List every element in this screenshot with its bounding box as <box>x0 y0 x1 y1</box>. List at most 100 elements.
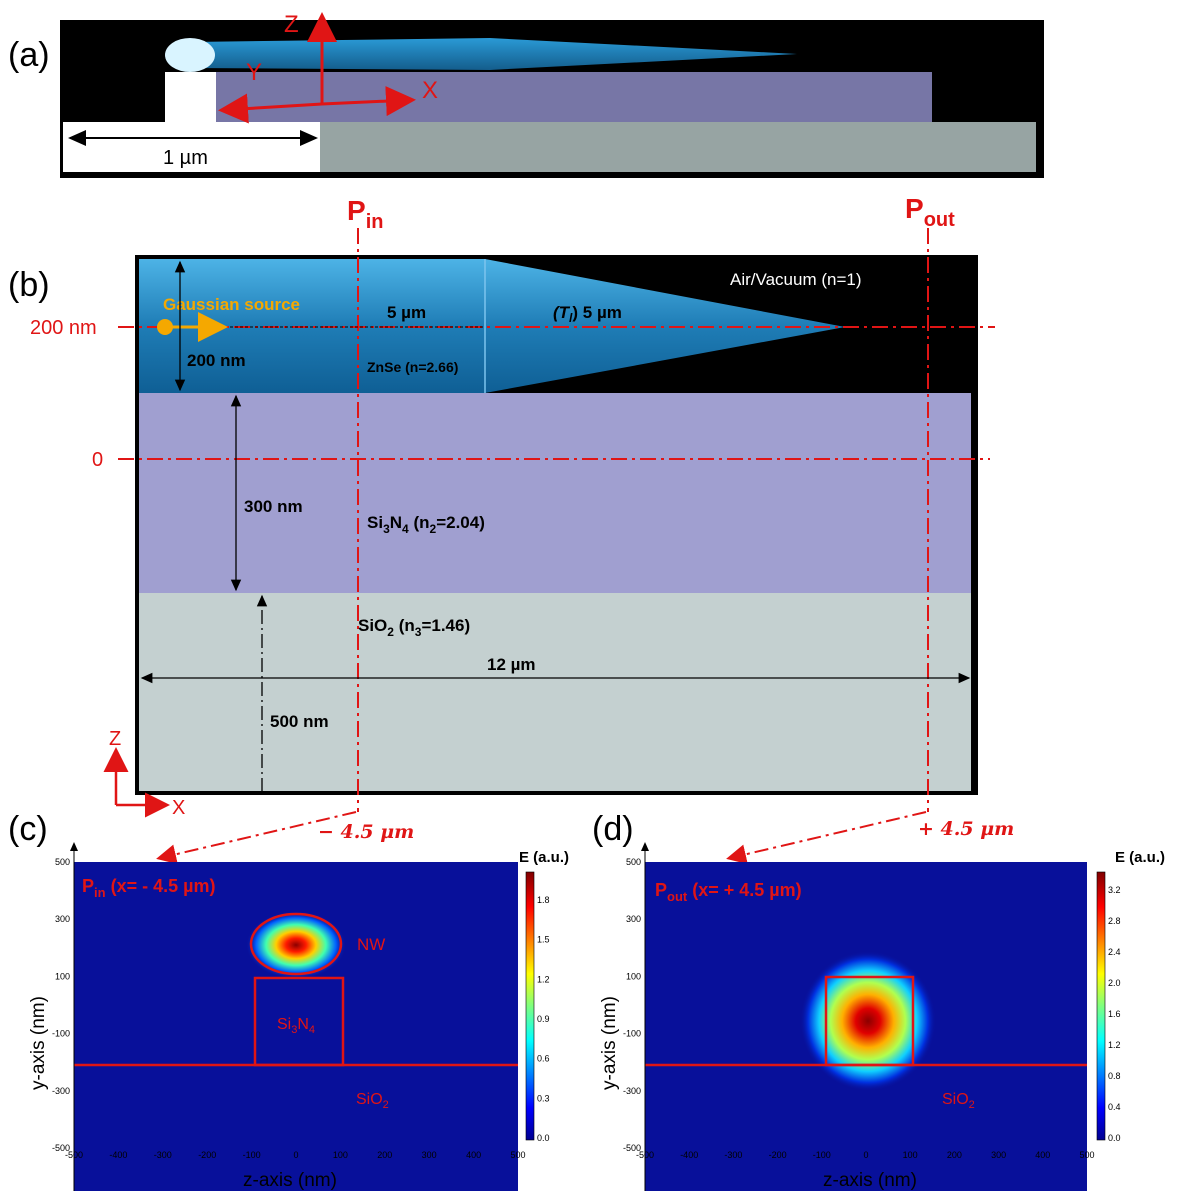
panel-c-nw-label: NW <box>357 935 385 954</box>
panel-d-field-hotspot <box>800 951 936 1091</box>
d-x-tick-label: -300 <box>724 1150 742 1160</box>
panel-c-sio2-label: SiO2 <box>356 1091 389 1111</box>
panel-a-gap-label: 1 µm <box>163 147 208 169</box>
p-in-label: Pin <box>347 195 383 233</box>
zero-level: 0 <box>92 449 103 471</box>
d-y-tick-label: 100 <box>626 971 641 981</box>
d-x-tick-label: -500 <box>636 1150 654 1160</box>
p-out-position: + 4.5 μm <box>918 818 1014 840</box>
d-colorbar-tick-label: 2.4 <box>1108 947 1121 957</box>
panel-c-nanowire-outline <box>249 912 343 976</box>
panel-c-field-hotspot <box>246 911 346 979</box>
c-x-tick-label: 300 <box>422 1150 437 1160</box>
d-x-tick-label: 400 <box>1035 1150 1050 1160</box>
panel-a-pedestal <box>165 72 216 122</box>
c-x-tick-label: 200 <box>377 1150 392 1160</box>
panel-c-y-label: y-axis (nm) <box>28 996 49 1090</box>
nanowire-axis-level: 200 nm <box>30 317 97 339</box>
c-x-tick-label: -200 <box>198 1150 216 1160</box>
d-x-tick-label: 200 <box>947 1150 962 1160</box>
d-y-tick-label: -300 <box>623 1086 641 1096</box>
c-x-tick-label: -500 <box>65 1150 83 1160</box>
panel-d: (d) Pout (x= + 4.5 µm) SiO2 -500 -400 -300… <box>592 810 1165 1191</box>
sio2-height-label: 500 nm <box>270 712 329 731</box>
p-out-label: Pout <box>905 193 955 231</box>
d-x-tick-label: 100 <box>903 1150 918 1160</box>
panel-a-y-axis <box>218 93 323 124</box>
width-label: 12 µm <box>487 655 536 674</box>
source-dot <box>157 319 173 335</box>
d-x-tick-label: -200 <box>769 1150 787 1160</box>
d-y-tick-label: -100 <box>623 1029 641 1039</box>
d-x-tick-label: -400 <box>680 1150 698 1160</box>
panel-d-y-arrow <box>641 842 649 851</box>
sio2-label: SiO2 (n3=1.46) <box>358 616 470 639</box>
d-colorbar-tick-label: 2.0 <box>1108 978 1121 988</box>
panel-d-colorbar <box>1096 871 1106 1141</box>
air-label: Air/Vacuum (n=1) <box>730 270 861 289</box>
znse-label: ZnSe (n=2.66) <box>367 359 458 375</box>
d-colorbar-tick-label: 0.0 <box>1108 1133 1121 1143</box>
p-in-position: − 4.5 μm <box>318 821 414 843</box>
p-out-projection <box>726 811 927 865</box>
panel-b-z-label: Z <box>109 728 121 750</box>
panel-a-label: (a) <box>8 36 50 74</box>
source-label: Gaussian source <box>163 295 300 314</box>
panel-a-nanowire-facet <box>165 38 215 72</box>
c-y-tick-label: -300 <box>52 1086 70 1096</box>
panel-c-colorbar <box>525 871 535 1141</box>
panel-c: (c) Pin (x= - 4.5 µm) NW Si3N4 SiO2 -500… <box>8 810 569 1191</box>
length-2-label: (Tl) 5 µm <box>553 303 622 325</box>
panel-a-x-label: X <box>422 77 438 104</box>
panel-d-title: Pout (x= + 4.5 µm) <box>655 880 802 904</box>
panel-c-label: (c) <box>8 810 48 848</box>
panel-b-label: (b) <box>8 266 50 304</box>
panel-d-colorbar-title: E (a.u.) <box>1115 849 1165 866</box>
d-y-tick-label: 300 <box>626 914 641 924</box>
c-y-tick-label: 100 <box>55 971 70 981</box>
d-y-tick-label: -500 <box>623 1143 641 1153</box>
panel-b-si3n4-layer <box>139 393 971 593</box>
c-x-tick-label: -100 <box>243 1150 261 1160</box>
si3n4-height-label: 300 nm <box>244 497 303 516</box>
d-x-tick-label: 0 <box>863 1150 868 1160</box>
c-x-tick-label: 100 <box>333 1150 348 1160</box>
panel-c-colorbar-title: E (a.u.) <box>519 849 569 866</box>
c-y-tick-label: -100 <box>52 1029 70 1039</box>
panel-a-nanowire <box>190 38 797 70</box>
c-y-tick-label: -500 <box>52 1143 70 1153</box>
panel-b-sio2-layer <box>139 593 971 791</box>
panel-c-colorbar-ticks: 1.81.51.20.90.60.30.0 <box>537 895 550 1143</box>
c-colorbar-tick-label: 0.0 <box>537 1133 550 1143</box>
c-colorbar-tick-label: 0.9 <box>537 1014 550 1024</box>
c-colorbar-tick-label: 0.3 <box>537 1093 550 1103</box>
panel-d-sio2-label: SiO2 <box>942 1091 975 1111</box>
d-colorbar-tick-label: 0.4 <box>1108 1102 1121 1112</box>
panel-a-waveguide <box>216 72 932 122</box>
nanowire-height-label: 200 nm <box>187 351 246 370</box>
si3n4-label: Si3N4 (n2=2.04) <box>367 513 485 536</box>
panel-d-colorbar-ticks: 3.22.82.42.01.61.20.80.40.0 <box>1108 885 1121 1143</box>
c-x-tick-label: 0 <box>293 1150 298 1160</box>
d-x-tick-label: 300 <box>991 1150 1006 1160</box>
c-x-tick-label: 500 <box>510 1150 525 1160</box>
c-x-tick-label: -400 <box>109 1150 127 1160</box>
panel-d-label: (d) <box>592 810 634 848</box>
panel-a-x-axis <box>321 86 416 117</box>
d-colorbar-tick-label: 0.8 <box>1108 1071 1121 1081</box>
length-1-label: 5 µm <box>387 303 426 322</box>
c-y-tick-label: 300 <box>55 914 70 924</box>
d-colorbar-tick-label: 2.8 <box>1108 916 1121 926</box>
d-y-tick-label: 500 <box>626 857 641 867</box>
panel-d-y-label: y-axis (nm) <box>599 996 620 1090</box>
panel-d-y-ticks: 500 300 100 -100 -300 -500 <box>623 857 641 1153</box>
panel-c-y-arrow <box>70 842 78 851</box>
panel-a-y-label: Y <box>246 59 262 86</box>
panel-c-title: Pin (x= - 4.5 µm) <box>82 876 216 900</box>
c-x-tick-label: 400 <box>466 1150 481 1160</box>
d-x-tick-label: -100 <box>813 1150 831 1160</box>
